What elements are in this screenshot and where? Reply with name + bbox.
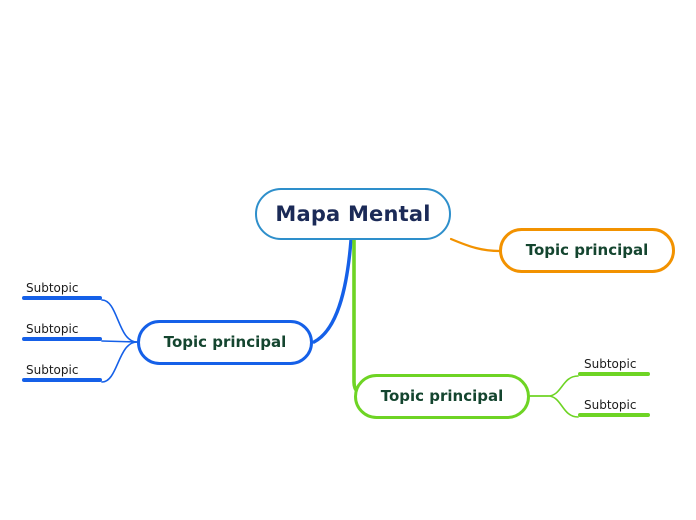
edge-blue-to-subtopic-3 — [101, 341, 138, 383]
subtopic-blue-2-label: Subtopic — [26, 322, 79, 336]
subtopic-green-1-label: Subtopic — [584, 357, 637, 371]
edge-blue-to-subtopic-2 — [101, 340, 138, 343]
edge-blue-to-subtopic-1 — [101, 299, 138, 343]
subtopic-blue-1[interactable]: Subtopic — [22, 276, 102, 300]
topic-node-orange[interactable]: Topic principal — [499, 228, 675, 273]
subtopic-green-2-underline — [578, 413, 650, 417]
subtopic-blue-1-underline — [22, 296, 102, 300]
topic-node-blue-label: Topic principal — [163, 333, 287, 351]
subtopic-blue-3-underline — [22, 378, 102, 382]
subtopic-green-1[interactable]: Subtopic — [578, 352, 650, 376]
topic-node-blue[interactable]: Topic principal — [137, 320, 313, 365]
subtopic-blue-3[interactable]: Subtopic — [22, 358, 102, 382]
edge-green-to-subtopic-2 — [529, 395, 579, 418]
edge-root-to-orange — [449, 237, 502, 253]
edge-root-to-green — [352, 238, 374, 398]
topic-node-green[interactable]: Topic principal — [354, 374, 530, 419]
subtopic-green-2[interactable]: Subtopic — [578, 393, 650, 417]
edge-root-to-blue — [312, 238, 353, 344]
root-node[interactable]: Mapa Mental — [255, 188, 451, 240]
topic-node-orange-label: Topic principal — [525, 241, 649, 259]
subtopic-blue-3-label: Subtopic — [26, 363, 79, 377]
subtopic-blue-2[interactable]: Subtopic — [22, 317, 102, 341]
edge-green-to-subtopic-1 — [529, 375, 579, 397]
subtopic-blue-1-label: Subtopic — [26, 281, 79, 295]
root-node-label: Mapa Mental — [275, 201, 431, 226]
topic-node-green-label: Topic principal — [380, 387, 504, 405]
subtopic-green-2-label: Subtopic — [584, 398, 637, 412]
subtopic-green-1-underline — [578, 372, 650, 376]
subtopic-blue-2-underline — [22, 337, 102, 341]
